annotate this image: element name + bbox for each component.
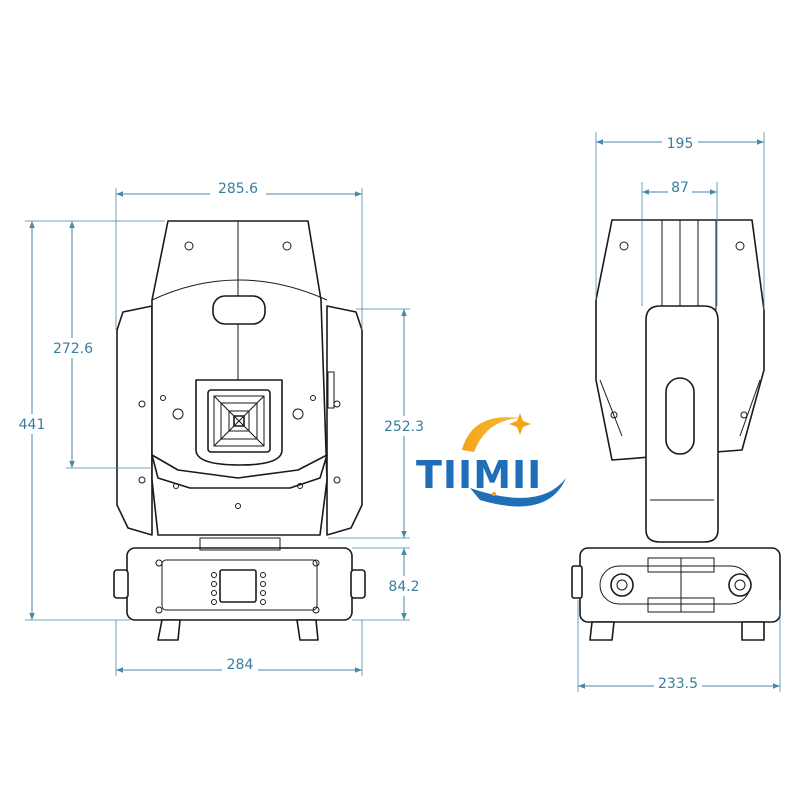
dim-side-base-width: 233.5 (658, 676, 698, 692)
dim-front-base-height: 84.2 (388, 579, 419, 595)
dim-front-arm-height: 252.3 (384, 419, 424, 435)
dim-front-base-width: 284 (227, 657, 254, 673)
front-yoke-arms (116, 305, 363, 536)
front-view (113, 220, 366, 641)
brand-logo: TIIMII (416, 413, 566, 507)
star-swoosh-icon (462, 417, 520, 452)
dim-side-total-width: 195 (667, 136, 694, 152)
dim-side-inner-width: 87 (671, 180, 689, 196)
side-view (571, 219, 781, 641)
dim-front-total-height: 441 (19, 417, 46, 433)
logo-text: TIIMII (416, 453, 542, 497)
front-head (151, 220, 328, 536)
dimension-labels: 285.6 272.6 441 252.3 84.2 284 195 87 23… (14, 134, 702, 694)
side-base (571, 547, 781, 641)
side-arm (645, 305, 719, 543)
dim-front-top-width: 285.6 (218, 181, 258, 197)
front-base (113, 537, 366, 641)
dim-front-head-height: 272.6 (53, 341, 93, 357)
